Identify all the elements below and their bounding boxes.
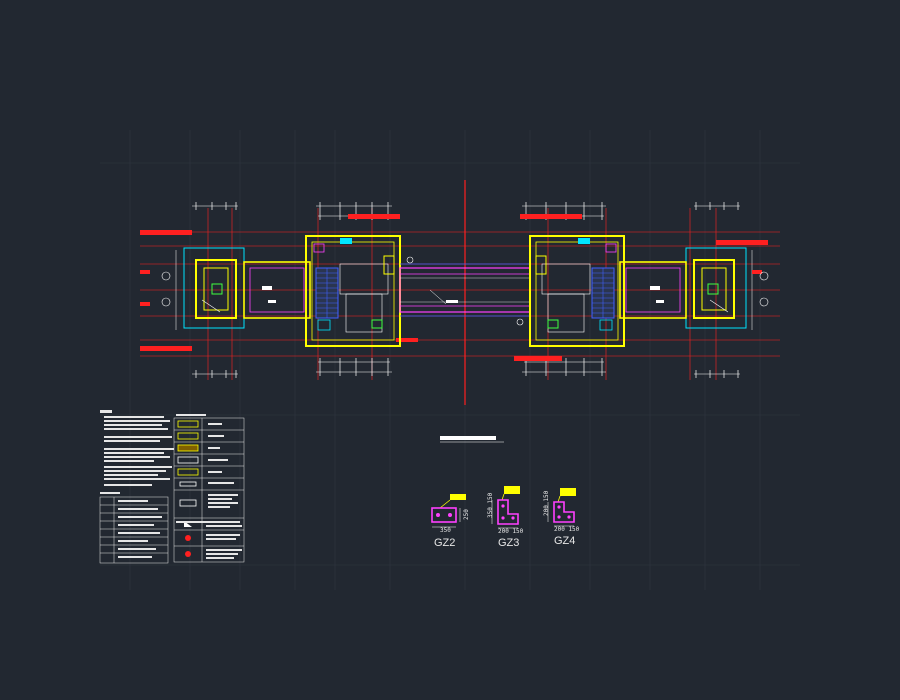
gz2-label: GZ2 (434, 537, 455, 549)
notes-table-text (118, 500, 162, 558)
gz4-width-dim: 200 150 (554, 526, 580, 533)
floor-plan (140, 180, 780, 405)
column-detail-gz3: 200 150 350 150 GZ3 (487, 486, 524, 549)
corridor (399, 263, 531, 317)
dimension-ticks (195, 202, 739, 378)
general-notes-block (100, 410, 174, 494)
background-grid (100, 130, 800, 590)
left-wing (183, 247, 311, 329)
notes-table (99, 496, 169, 564)
legend-table (173, 417, 245, 563)
axis-bubbles (161, 256, 769, 326)
gz3-width-dim: 200 150 (498, 528, 524, 535)
legend-swatches (177, 420, 199, 557)
gz3-label: GZ3 (498, 537, 519, 549)
left-stair-block (305, 235, 401, 347)
red-annotation-tags (140, 214, 768, 361)
gz4-height-dim: 200 150 (543, 490, 550, 516)
plan-title-bar (440, 436, 496, 440)
column-detail-gz4: 200 150 200 150 GZ4 (543, 488, 580, 547)
legend-text (176, 414, 242, 559)
gz2-height-dim: 250 (463, 509, 470, 520)
right-stair-block (529, 235, 625, 347)
gz4-label: GZ4 (554, 535, 575, 547)
column-detail-gz2: 350 250 GZ2 (431, 494, 470, 549)
gz2-width-dim: 350 (440, 527, 451, 534)
gz3-height-dim: 350 150 (487, 492, 494, 518)
right-wing (619, 247, 747, 329)
